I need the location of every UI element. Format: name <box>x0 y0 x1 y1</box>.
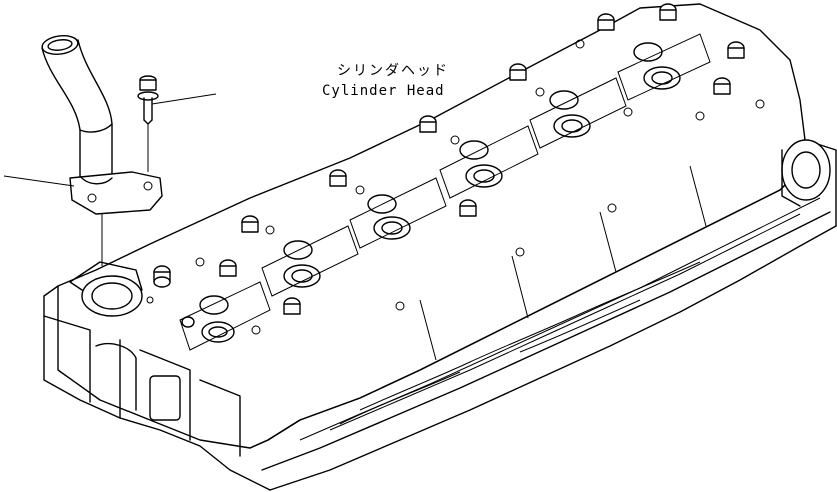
rocker-cavities <box>179 33 711 361</box>
leader-lines <box>3 93 217 266</box>
valve-ports <box>199 42 681 343</box>
callout-label-japanese: シリンダヘッド <box>337 63 449 79</box>
rear-port <box>781 139 831 207</box>
callout-label-english: Cylinder Head <box>322 83 445 99</box>
front-port <box>69 261 143 317</box>
flange-bolt <box>137 75 159 125</box>
water-outlet-pipe <box>41 35 163 215</box>
deck-holes <box>146 39 765 335</box>
head-bolts <box>153 3 745 328</box>
